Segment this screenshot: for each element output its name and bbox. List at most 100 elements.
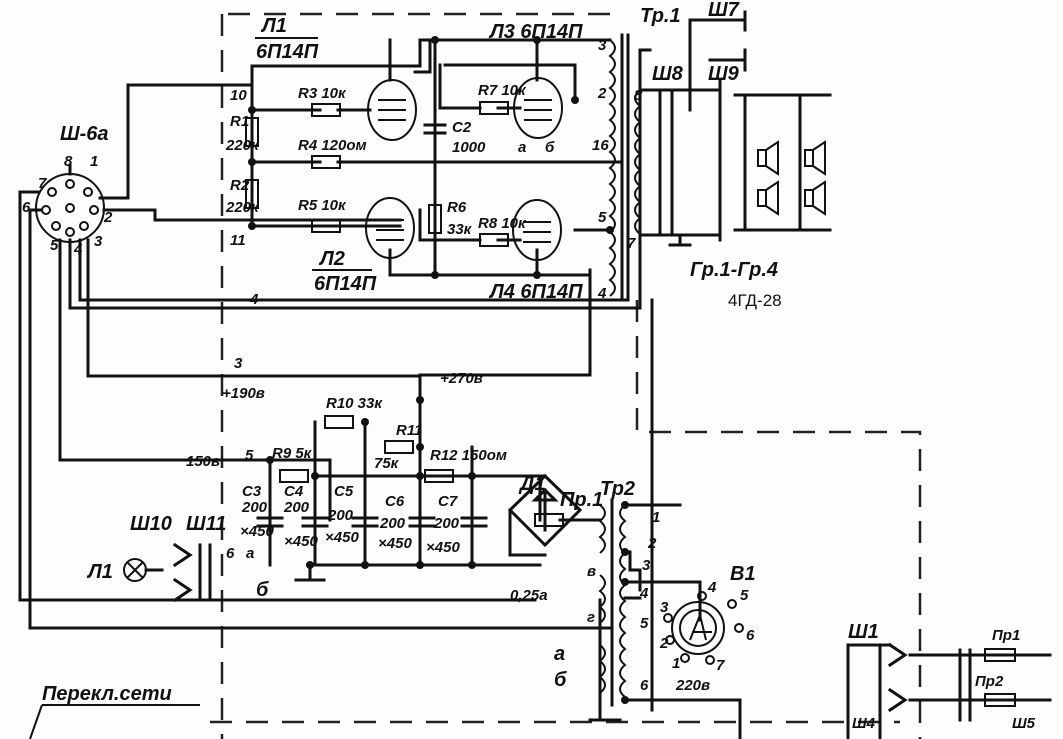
tube-l3 [513, 77, 563, 139]
resistor-r7 [479, 101, 509, 115]
tap-label: 1 [652, 509, 660, 526]
tap-label: 4 [639, 585, 649, 602]
label-lamp: Л1 [86, 561, 113, 583]
capacitor-c2 [423, 123, 447, 135]
label-c7: C7 [438, 493, 458, 510]
label-c5-value: 200 [327, 507, 354, 524]
wiring [18, 38, 654, 722]
resistor-r9 [279, 469, 309, 483]
capacitor-c3 [256, 516, 284, 528]
label-l1-type: 6П14П [256, 41, 319, 63]
pin-label: 4 [73, 241, 83, 258]
label-r3: R3 10к [298, 85, 347, 102]
label-sh4: Ш4 [852, 715, 876, 732]
label-sh8: Ш8 [652, 63, 684, 85]
winding-label: г [587, 609, 595, 626]
label-r4: R4 120ом [298, 137, 367, 154]
tube-l4 [512, 199, 562, 261]
resistor-r5 [311, 219, 341, 233]
resistor-r12 [424, 469, 454, 483]
capacitor-c7 [460, 516, 488, 528]
label-b1: В1 [730, 563, 756, 585]
resistor-r8 [479, 233, 509, 247]
label-c3: C3 [242, 483, 262, 500]
node-label: 11 [230, 232, 246, 249]
label-l4: Л4 6П14П [488, 281, 583, 303]
switch-pos-label: 7 [716, 657, 725, 674]
tube-l1 [367, 79, 417, 141]
label-sh11: Ш11 [186, 513, 226, 535]
winding-label: 7 [627, 235, 636, 252]
label-r1-value: 220к [225, 137, 260, 154]
resistor-r3 [311, 103, 341, 117]
label-r10: R10 33к [326, 395, 383, 412]
speakers [733, 93, 832, 232]
tubes [365, 77, 563, 261]
fuse-pr1 [534, 513, 564, 527]
label-l3: Л3 6П14П [488, 21, 583, 43]
pin-label: 6 [22, 199, 31, 216]
junction-dots [248, 36, 629, 704]
pin-label: 2 [103, 209, 113, 226]
pin-label: 3 [94, 233, 103, 250]
label-fuse-rating: 0,25а [510, 587, 548, 604]
node-label: 6 [226, 545, 235, 562]
label-r5: R5 10к [298, 197, 347, 214]
winding-label: 5 [598, 209, 607, 226]
label-r2-value: 220к [225, 199, 260, 216]
switch-pos-label: 1 [672, 655, 680, 672]
label-r9: R9 5к [272, 445, 313, 462]
tap-label: 2 [647, 535, 657, 552]
label-r12: R12 150ом [430, 447, 507, 464]
node-label: б [256, 579, 269, 601]
winding-label: 4 [597, 285, 607, 302]
switch-pos-label: 6 [746, 627, 755, 644]
label-190v: +190в [222, 385, 265, 402]
label-l2: Л2 [318, 248, 345, 270]
label-tr1: Тр.1 [640, 5, 681, 27]
label-c4: C4 [284, 483, 304, 500]
label-r8: R8 10к [478, 215, 527, 232]
tap-label: 5 [640, 615, 649, 632]
label-220v: 220в [675, 677, 710, 694]
capacitor-c5 [351, 516, 379, 528]
label-r6: R6 [447, 199, 467, 216]
resistor-r2 [245, 179, 259, 209]
label-c2-value: 1000 [452, 139, 486, 156]
resistor-r4 [311, 155, 341, 169]
label-pr2: Пр2 [975, 673, 1004, 690]
winding-label: а [554, 643, 565, 665]
winding-label: б [554, 669, 567, 691]
label-sh1: Ш1 [848, 621, 879, 643]
tap-label: 6 [640, 677, 649, 694]
resistor-r1 [245, 117, 259, 147]
pin-label: 1 [90, 153, 98, 170]
node-label: 5 [245, 447, 254, 464]
label-c4-value: 200 [283, 499, 310, 516]
capacitor-c4 [301, 516, 329, 528]
switch-pos-label: 4 [707, 579, 717, 596]
label-sh9: Ш9 [708, 63, 740, 85]
voltage-selector-b1 [663, 591, 744, 665]
node-label: а [246, 545, 254, 562]
label-270v: +270в [440, 370, 483, 387]
socket-sh1-block [846, 642, 1052, 739]
node-label: 10 [230, 87, 247, 104]
label-speaker-model: 4ГД-28 [728, 291, 782, 310]
power-transformer-tr2 [598, 498, 742, 739]
winding-label: 3 [598, 37, 607, 54]
node-label: б [545, 139, 555, 156]
node-label: 4 [249, 291, 259, 308]
switch-pos-label: 3 [660, 599, 669, 616]
output-transformer-tr1 [608, 10, 747, 302]
resistor-r6 [428, 204, 442, 234]
label-c2: C2 [452, 119, 472, 136]
label-l1: Л1 [260, 15, 287, 37]
label-c4-voltage: ×450 [284, 533, 318, 550]
label-sh5: Ш5 [1012, 715, 1036, 732]
tube-l2 [365, 197, 415, 259]
rectifier-bridge-d1 [473, 473, 583, 557]
label-r2: R2 [230, 177, 250, 194]
node-label: а [518, 139, 526, 156]
switch-pos-label: 2 [659, 635, 669, 652]
